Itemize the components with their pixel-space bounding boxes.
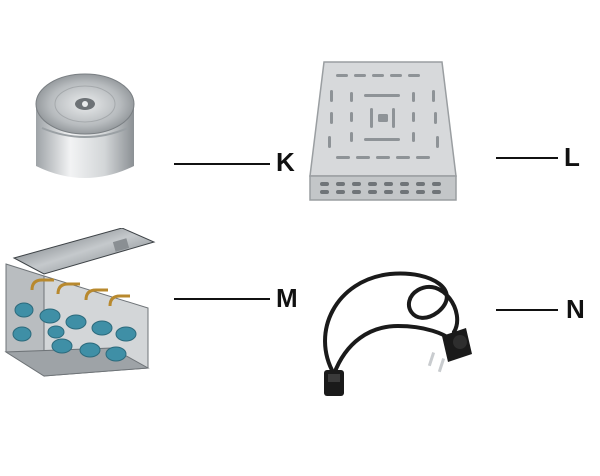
leader-line-n (496, 309, 558, 311)
label-k: K (276, 147, 295, 177)
cylinder-cap-image (35, 73, 135, 178)
label-m: M (276, 283, 298, 313)
label-n: N (566, 294, 585, 324)
perforated-tray-image (309, 61, 457, 201)
power-cable-image (323, 271, 472, 396)
leader-line-k (174, 163, 270, 165)
leader-line-l (496, 157, 558, 159)
bur-holder-rack-image (4, 228, 156, 377)
leader-line-m (174, 298, 270, 300)
label-l: L (564, 142, 580, 172)
